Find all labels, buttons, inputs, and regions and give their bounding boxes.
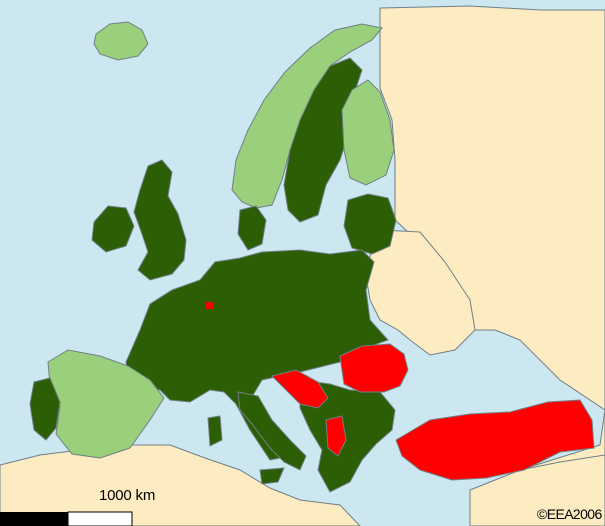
land-italy — [237, 391, 307, 471]
copyright-label: ©EEA2006 — [537, 506, 602, 522]
land-denmark — [237, 205, 267, 251]
land-russia-east — [379, 5, 605, 526]
land-small-red-enclave — [206, 302, 213, 309]
land-baltics — [343, 193, 397, 255]
land-sicily — [259, 467, 285, 485]
scale-bar-white — [67, 511, 133, 526]
land-finland — [341, 79, 395, 186]
land-albania-red — [325, 415, 347, 457]
land-norway — [231, 23, 383, 209]
land-ireland — [91, 205, 135, 253]
scale-bar-black — [0, 512, 68, 526]
land-great-britain — [133, 159, 187, 281]
land-romania-red — [339, 343, 409, 393]
land-croatia-red — [271, 369, 329, 409]
land-spain — [47, 349, 165, 459]
scale-label: 1000 km — [99, 487, 156, 504]
land-iceland — [93, 21, 149, 61]
land-turkey-red — [395, 399, 595, 481]
land-ukraine-belarus — [364, 229, 476, 356]
land-sardinia — [207, 415, 223, 447]
land-portugal — [29, 377, 61, 441]
